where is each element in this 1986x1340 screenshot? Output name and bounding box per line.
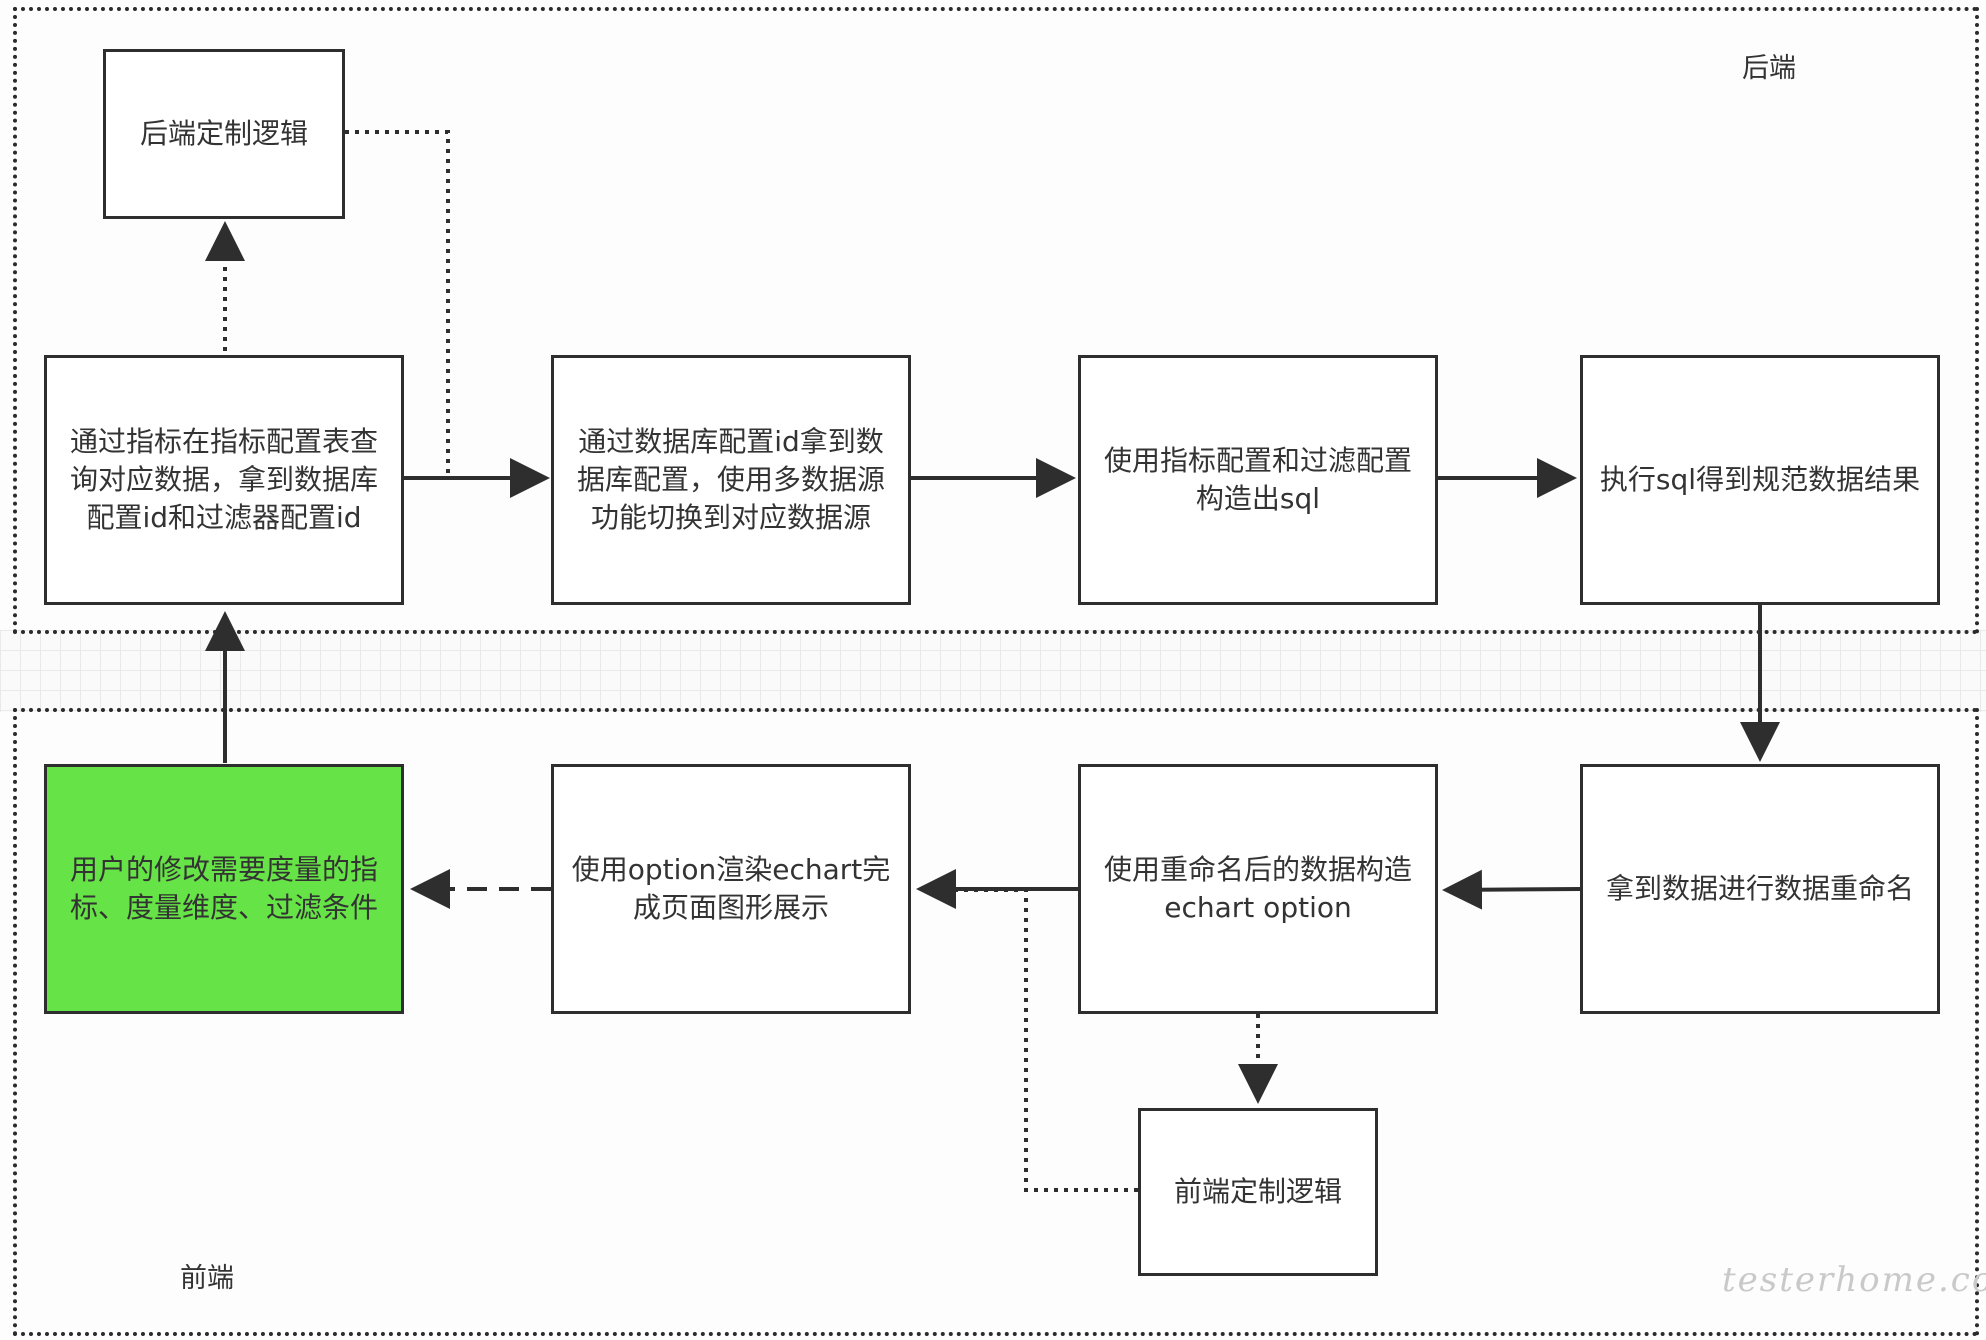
backend-region-label: 后端 — [1742, 53, 1796, 84]
edge-backend-custom-feedback — [345, 130, 450, 478]
switch-datasource-node: 通过数据库配置id拿到数据库配置，使用多数据源功能切换到对应数据源 — [551, 355, 911, 605]
render-echart-text: 使用option渲染echart完成页面图形展示 — [571, 853, 891, 924]
rename-data-text: 拿到数据进行数据重命名 — [1605, 872, 1914, 905]
user-modify-text: 用户的修改需要度量的指标、度量维度、过滤条件 — [69, 853, 378, 924]
frontend-region-label: 前端 — [180, 1263, 234, 1294]
frontend-custom-logic-node: 前端定制逻辑 — [1138, 1108, 1378, 1276]
build-sql-text: 使用指标配置和过滤配置构造出sql — [1103, 444, 1412, 515]
edge-rename-to-option — [1442, 869, 1582, 910]
switch-datasource-text: 通过数据库配置id拿到数据库配置，使用多数据源功能切换到对应数据源 — [576, 425, 885, 534]
frontend-custom-logic-text: 前端定制逻辑 — [1173, 1175, 1342, 1208]
query-metric-config-text: 通过指标在指标配置表查询对应数据，拿到数据库配置id和过滤器配置id — [69, 425, 378, 534]
backend-custom-logic-text: 后端定制逻辑 — [139, 117, 308, 150]
backend-region — [13, 7, 1979, 634]
build-sql-node: 使用指标配置和过滤配置构造出sql — [1078, 355, 1438, 605]
render-echart-node: 使用option渲染echart完成页面图形展示 — [551, 764, 911, 1014]
grid-background — [0, 630, 1986, 712]
frontend-region — [13, 708, 1979, 1336]
build-echart-option-node: 使用重命名后的数据构造echart option — [1078, 764, 1438, 1014]
backend-custom-logic-node: 后端定制逻辑 — [103, 49, 345, 219]
build-echart-option-text: 使用重命名后的数据构造echart option — [1103, 853, 1412, 924]
watermark: testerhome.com — [1722, 1260, 1986, 1300]
rename-data-node: 拿到数据进行数据重命名 — [1580, 764, 1940, 1014]
user-modify-node: 用户的修改需要度量的指标、度量维度、过滤条件 — [44, 764, 404, 1014]
execute-sql-node: 执行sql得到规范数据结果 — [1580, 355, 1940, 605]
execute-sql-text: 执行sql得到规范数据结果 — [1599, 463, 1921, 496]
query-metric-config-node: 通过指标在指标配置表查询对应数据，拿到数据库配置id和过滤器配置id — [44, 355, 404, 605]
edge-frontend-custom-feedback — [950, 888, 1138, 1192]
